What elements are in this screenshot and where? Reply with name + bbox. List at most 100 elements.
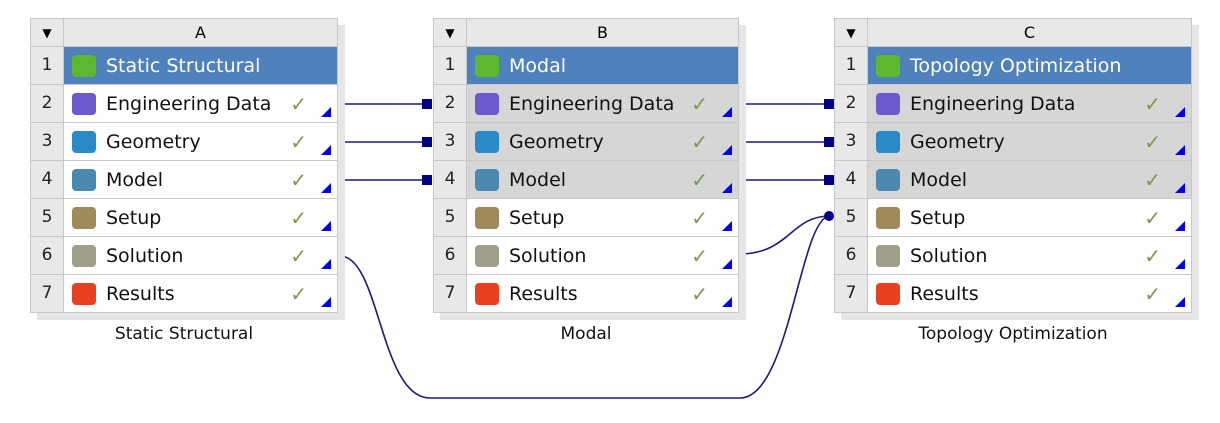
- cell-label: Results: [910, 282, 979, 305]
- check-icon: ✓: [1144, 167, 1161, 192]
- row-number: 2: [31, 85, 64, 122]
- setup-icon: [876, 206, 900, 229]
- cell-modal[interactable]: 1 Modal: [433, 47, 739, 85]
- check-icon: ✓: [691, 91, 708, 116]
- cell-setup[interactable]: 5 Setup ✓: [433, 199, 739, 237]
- expand-corner-icon[interactable]: [1175, 297, 1185, 307]
- cell-label: Geometry: [106, 130, 201, 153]
- system-caption[interactable]: Static Structural: [114, 324, 254, 344]
- check-icon: ✓: [1144, 281, 1161, 306]
- cell-label: Topology Optimization: [910, 54, 1122, 77]
- system-caption[interactable]: Topology Optimization: [918, 324, 1108, 344]
- cell-solution[interactable]: 6 Solution ✓: [834, 237, 1192, 275]
- cell-geometry[interactable]: 3 Geometry ✓: [433, 123, 739, 161]
- cell-geometry[interactable]: 3 Geometry ✓: [834, 123, 1192, 161]
- row-number: 3: [434, 123, 467, 160]
- check-icon: ✓: [1144, 91, 1161, 116]
- system-header: ▼ B: [433, 18, 739, 47]
- expand-corner-icon[interactable]: [722, 297, 732, 307]
- cell-label: Solution: [509, 244, 587, 267]
- expand-corner-icon[interactable]: [722, 145, 732, 155]
- link-end-c4: [824, 175, 834, 185]
- check-icon: ✓: [290, 167, 307, 192]
- expand-corner-icon[interactable]: [722, 259, 732, 269]
- results-icon: [876, 282, 900, 305]
- cell-static-structural[interactable]: 1 Static Structural: [30, 47, 338, 85]
- link-end-b3: [422, 137, 432, 147]
- cell-engineering-data[interactable]: 2 Engineering Data ✓: [433, 85, 739, 123]
- cell-results[interactable]: 7 Results ✓: [433, 275, 739, 313]
- system-menu-toggle[interactable]: ▼: [434, 19, 467, 46]
- model-icon: [475, 168, 499, 191]
- system-menu-toggle[interactable]: ▼: [31, 19, 64, 46]
- cell-label: Engineering Data: [106, 92, 272, 115]
- system-menu-toggle[interactable]: ▼: [835, 19, 868, 46]
- cell-setup[interactable]: 5 Setup ✓: [834, 199, 1192, 237]
- cell-label: Engineering Data: [910, 92, 1076, 115]
- model-icon: [876, 168, 900, 191]
- setup-icon: [475, 206, 499, 229]
- check-icon: ✓: [691, 205, 708, 230]
- cell-results[interactable]: 7 Results ✓: [30, 275, 338, 313]
- check-icon: ✓: [691, 129, 708, 154]
- expand-corner-icon[interactable]: [321, 145, 331, 155]
- cell-engineering-data[interactable]: 2 Engineering Data ✓: [30, 85, 338, 123]
- cell-label: Model: [910, 168, 968, 191]
- expand-corner-icon[interactable]: [1175, 221, 1185, 231]
- expand-corner-icon[interactable]: [722, 107, 732, 117]
- check-icon: ✓: [691, 243, 708, 268]
- row-number: 7: [835, 275, 868, 312]
- check-icon: ✓: [290, 91, 307, 116]
- cell-label: Model: [106, 168, 164, 191]
- engineering-data-icon: [72, 92, 96, 115]
- cell-label: Solution: [106, 244, 184, 267]
- link-b6-c5: [738, 215, 831, 255]
- system-C: ▼ C 1 Topology Optimization 2 Engineerin…: [834, 18, 1192, 313]
- geometry-icon: [475, 130, 499, 153]
- system-header: ▼ A: [30, 18, 338, 47]
- link-end-b4: [422, 175, 432, 185]
- cell-model[interactable]: 4 Model ✓: [834, 161, 1192, 199]
- check-icon: ✓: [691, 281, 708, 306]
- cell-label: Solution: [910, 244, 988, 267]
- cell-model[interactable]: 4 Model ✓: [433, 161, 739, 199]
- cell-label: Modal: [509, 54, 566, 77]
- expand-corner-icon[interactable]: [1175, 183, 1185, 193]
- expand-corner-icon[interactable]: [1175, 107, 1185, 117]
- cell-label: Setup: [106, 206, 162, 229]
- system-caption[interactable]: Modal: [560, 324, 612, 344]
- expand-corner-icon[interactable]: [1175, 145, 1185, 155]
- cell-setup[interactable]: 5 Setup ✓: [30, 199, 338, 237]
- expand-corner-icon[interactable]: [722, 221, 732, 231]
- link-a6-c5: [339, 215, 831, 399]
- expand-corner-icon[interactable]: [722, 183, 732, 193]
- cell-label: Setup: [509, 206, 565, 229]
- row-number: 4: [835, 161, 868, 198]
- check-icon: ✓: [290, 205, 307, 230]
- cell-solution[interactable]: 6 Solution ✓: [30, 237, 338, 275]
- static-structural-icon: [72, 54, 96, 77]
- cell-results[interactable]: 7 Results ✓: [834, 275, 1192, 313]
- expand-corner-icon[interactable]: [1175, 259, 1185, 269]
- setup-icon: [72, 206, 96, 229]
- cell-geometry[interactable]: 3 Geometry ✓: [30, 123, 338, 161]
- solution-icon: [876, 244, 900, 267]
- cell-model[interactable]: 4 Model ✓: [30, 161, 338, 199]
- cell-topology-optimization[interactable]: 1 Topology Optimization: [834, 47, 1192, 85]
- cell-label: Engineering Data: [509, 92, 675, 115]
- cell-engineering-data[interactable]: 2 Engineering Data ✓: [834, 85, 1192, 123]
- expand-corner-icon[interactable]: [321, 107, 331, 117]
- modal-icon: [475, 54, 499, 77]
- column-letter: B: [597, 23, 608, 42]
- row-number: 6: [434, 237, 467, 274]
- cell-solution[interactable]: 6 Solution ✓: [433, 237, 739, 275]
- expand-corner-icon[interactable]: [321, 259, 331, 269]
- expand-corner-icon[interactable]: [321, 183, 331, 193]
- link-end-c5: [824, 211, 834, 221]
- expand-corner-icon[interactable]: [321, 221, 331, 231]
- link-end-c3: [824, 137, 834, 147]
- cell-label: Results: [106, 282, 175, 305]
- check-icon: ✓: [1144, 129, 1161, 154]
- expand-corner-icon[interactable]: [321, 297, 331, 307]
